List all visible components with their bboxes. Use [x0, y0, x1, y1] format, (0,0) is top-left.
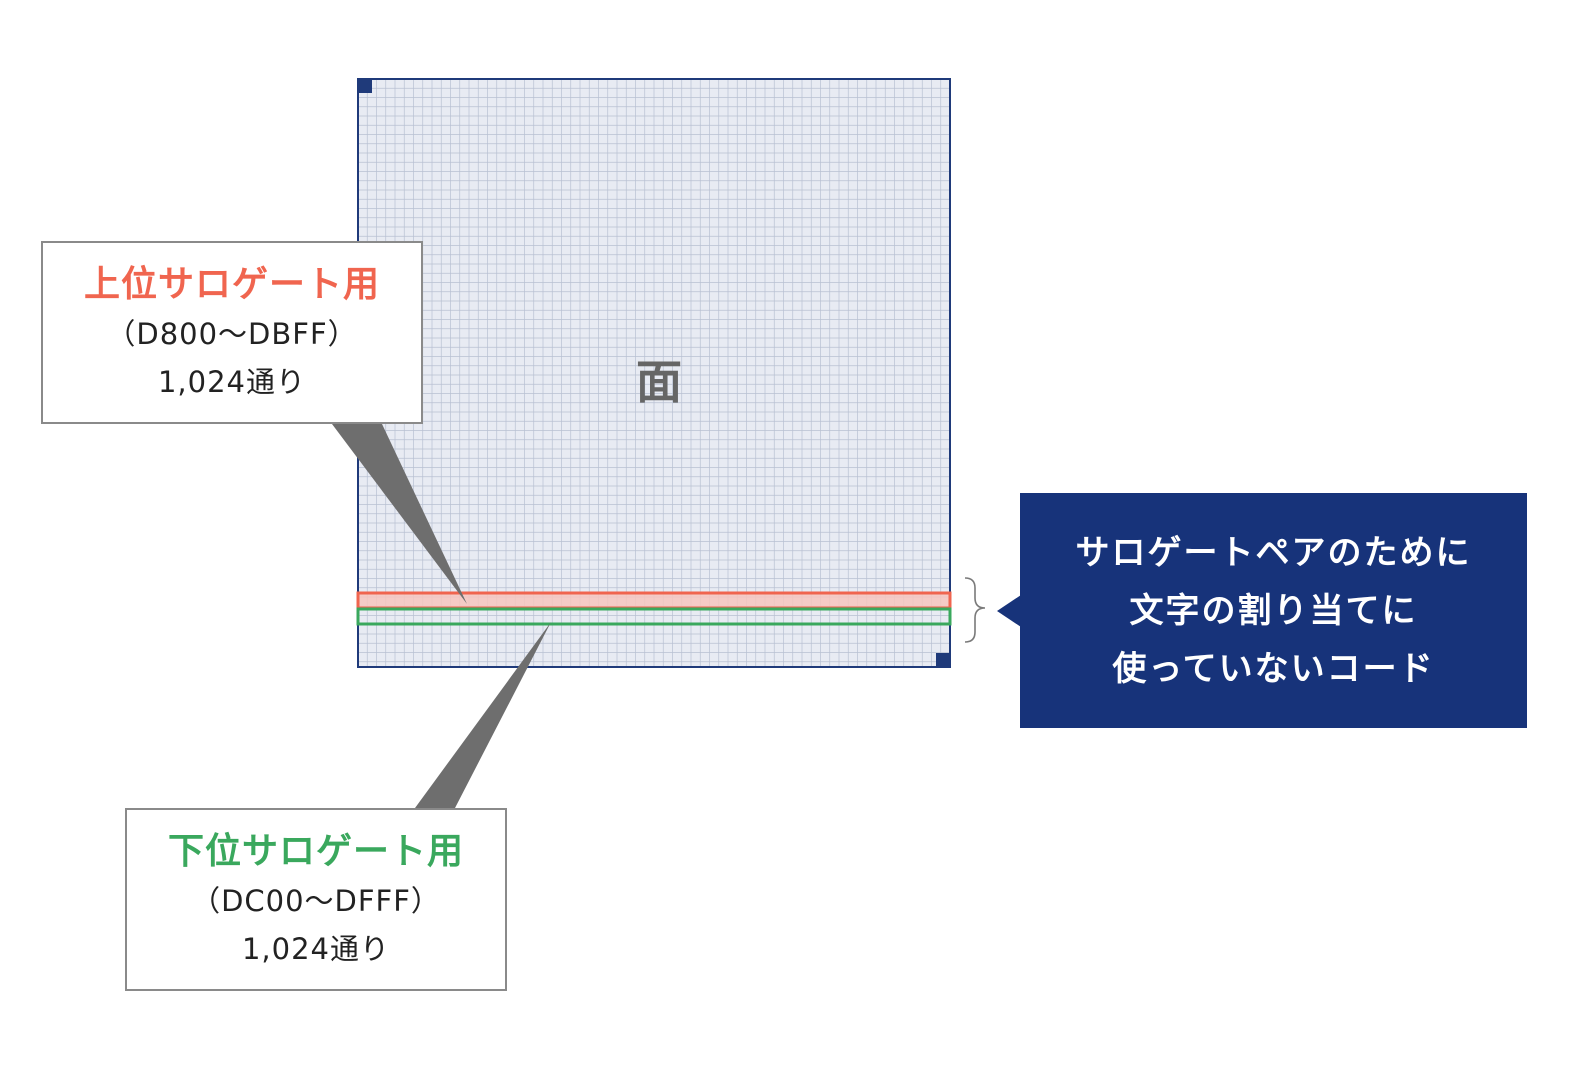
plane-grid [358, 79, 950, 667]
unused-callout-background [1020, 493, 1527, 728]
lower-surrogate-band [356, 607, 952, 626]
upper-surrogate-count: 1,024通り [157, 364, 307, 399]
plane-corner-top-left [358, 79, 372, 93]
lower-surrogate-callout: 下位サロゲート用 （DC00〜DFFF） 1,024通り [125, 808, 507, 991]
unused-code-callout: サロゲートペアのために 文字の割り当てに 使っていないコード [1020, 493, 1527, 728]
upper-surrogate-band [356, 591, 952, 610]
plane-label: 面 [636, 355, 682, 409]
upper-surrogate-title: 上位サロゲート用 [83, 263, 380, 305]
unused-callout-pointer [997, 595, 1021, 627]
lower-surrogate-count: 1,024通り [241, 931, 391, 966]
lower-surrogate-title: 下位サロゲート用 [167, 830, 464, 872]
unused-line-2: 文字の割り当てに [1129, 590, 1418, 631]
lower-surrogate-range: （DC00〜DFFF） [191, 883, 441, 918]
lower-callout-pointer [415, 622, 551, 808]
unused-line-1: サロゲートペアのために [1075, 532, 1472, 573]
upper-surrogate-range: （D800〜DBFF） [106, 316, 358, 351]
upper-surrogate-callout: 上位サロゲート用 （D800〜DBFF） 1,024通り [41, 241, 423, 424]
right-brace [964, 577, 986, 643]
plane-corner-bottom-right [936, 653, 950, 667]
upper-callout-pointer [332, 424, 467, 604]
unused-line-3: 使っていないコード [1112, 648, 1435, 689]
